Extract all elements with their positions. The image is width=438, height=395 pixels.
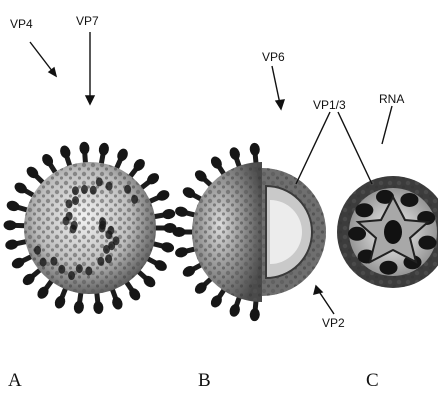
- surface-knob: [90, 186, 97, 195]
- vp4-spike-head: [3, 220, 16, 230]
- rna-segment: [418, 236, 436, 250]
- surface-knob: [63, 216, 70, 225]
- vp4-spike-b-head: [174, 205, 189, 218]
- surface-knob: [50, 257, 57, 266]
- rna-segment: [355, 203, 373, 217]
- vp4-spike-head: [59, 144, 73, 159]
- surface-knob: [99, 217, 106, 226]
- vp4-spike-head: [53, 294, 67, 310]
- vp6-arrowhead: [276, 100, 284, 109]
- vp4-spike-b-head: [249, 308, 260, 322]
- vp4-spike-b-head: [174, 246, 189, 259]
- virion-a: [3, 141, 176, 314]
- vp4-spike-head: [73, 300, 85, 314]
- vp2-arrowhead: [314, 286, 322, 294]
- vp4-spike-b-head: [173, 227, 186, 237]
- core-cross-section: [337, 176, 438, 288]
- rna-segment: [379, 261, 397, 275]
- vp4-spike-b-head: [228, 146, 242, 162]
- vp7-arrowhead: [86, 96, 94, 104]
- surface-knob: [70, 224, 77, 233]
- surface-knob: [131, 195, 138, 204]
- surface-knob: [34, 246, 41, 255]
- surface-knob: [72, 186, 79, 195]
- label-vp6: VP6: [262, 50, 285, 64]
- surface-knob: [106, 182, 113, 191]
- outer-capsid-texture: [192, 162, 262, 302]
- vp4-spike-head: [98, 142, 110, 157]
- vp4-spike-head: [162, 208, 177, 220]
- vp4-spike-head: [5, 199, 20, 212]
- vp4-spike-head: [93, 301, 104, 315]
- vp4-spike-head: [79, 141, 90, 155]
- label-vp13: VP1/3: [313, 98, 346, 112]
- surface-knob: [66, 199, 73, 208]
- surface-knob: [105, 254, 112, 263]
- surface-knob: [97, 257, 104, 266]
- surface-knob: [68, 271, 75, 280]
- vp2-leader: [318, 290, 334, 314]
- label-vp2: VP2: [322, 316, 345, 330]
- vp13-leader-b: [296, 112, 330, 184]
- vp13-leader-c: [338, 112, 372, 184]
- rna-segment: [400, 193, 418, 207]
- core-center: [384, 220, 402, 244]
- rna-segment: [348, 227, 366, 241]
- surface-knob: [81, 185, 88, 194]
- vp6-leader: [272, 66, 280, 104]
- vp4-spike-head: [4, 238, 19, 250]
- surface-knob: [124, 185, 131, 194]
- vp4-spike-b-head: [249, 142, 260, 156]
- rna-leader: [382, 106, 392, 144]
- surface-knob: [72, 196, 79, 205]
- label-rna: RNA: [379, 92, 404, 106]
- panel-label-c: C: [366, 370, 379, 392]
- surface-knob: [76, 264, 83, 273]
- surface-knob: [85, 266, 92, 275]
- surface-knob: [107, 226, 114, 235]
- surface-knob: [40, 258, 47, 267]
- vp4-spike-head: [110, 295, 124, 311]
- vp4-spike-b-head: [228, 303, 242, 319]
- panel-label-a: A: [8, 370, 22, 392]
- surface-knob: [96, 177, 103, 186]
- vp4-spike-head: [160, 241, 175, 254]
- label-vp4: VP4: [10, 17, 33, 31]
- surface-knob: [58, 265, 65, 274]
- surface-knob: [113, 236, 120, 245]
- panel-label-b: B: [198, 370, 211, 392]
- label-vp7: VP7: [76, 14, 99, 28]
